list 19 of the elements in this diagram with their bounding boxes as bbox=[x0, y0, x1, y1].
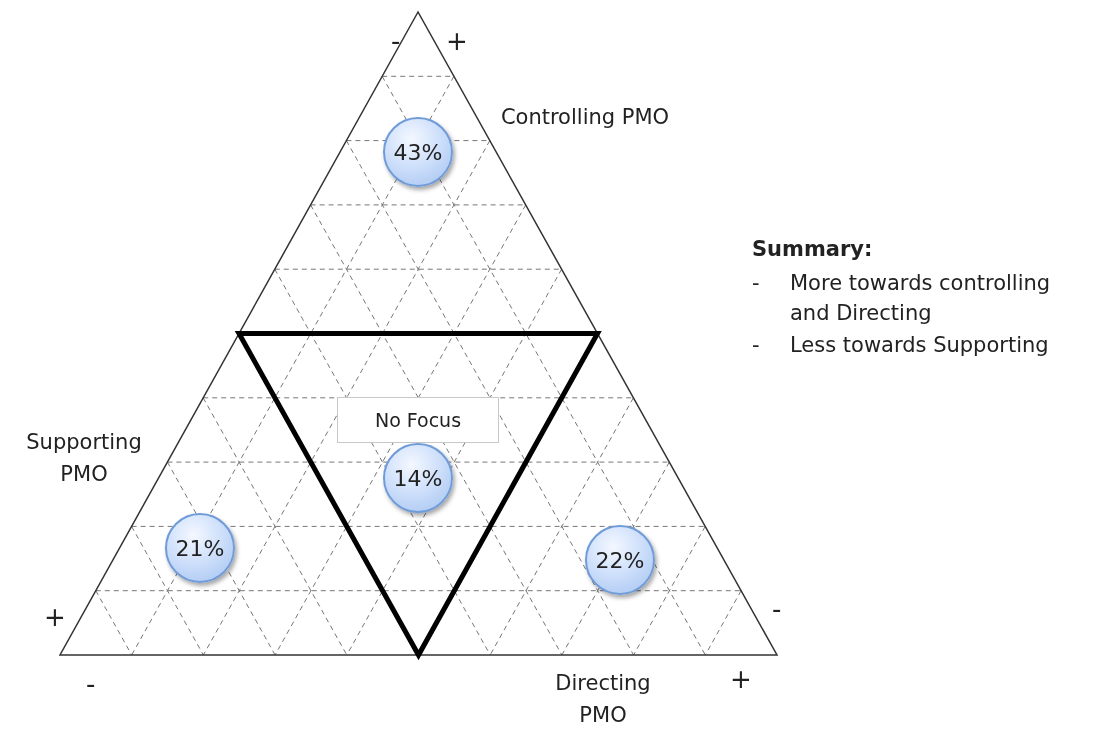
summary-item: Less towards Supporting bbox=[790, 332, 1050, 359]
sign-label: + bbox=[44, 601, 66, 634]
axis-label: Controlling PMO bbox=[500, 104, 670, 131]
sign-label: - bbox=[86, 668, 96, 701]
sign-label: - bbox=[391, 25, 401, 58]
sign-label: + bbox=[730, 663, 752, 696]
summary-heading: Summary: bbox=[752, 236, 873, 263]
sign-label: - bbox=[772, 593, 782, 626]
bullet-dash: - bbox=[752, 270, 760, 297]
bullet-dash: - bbox=[752, 332, 760, 359]
region-label-box: No Focus bbox=[337, 397, 499, 443]
sign-label: + bbox=[446, 25, 468, 58]
percentage-circle: 43% bbox=[383, 117, 453, 187]
axis-label: Directing PMO bbox=[554, 670, 652, 729]
summary-item: More towards controlling and Directing bbox=[790, 270, 1052, 328]
percentage-circle: 14% bbox=[383, 443, 453, 513]
percentage-circle: 22% bbox=[585, 525, 655, 595]
percentage-circle: 21% bbox=[165, 513, 235, 583]
axis-label: Supporting PMO bbox=[25, 429, 143, 488]
